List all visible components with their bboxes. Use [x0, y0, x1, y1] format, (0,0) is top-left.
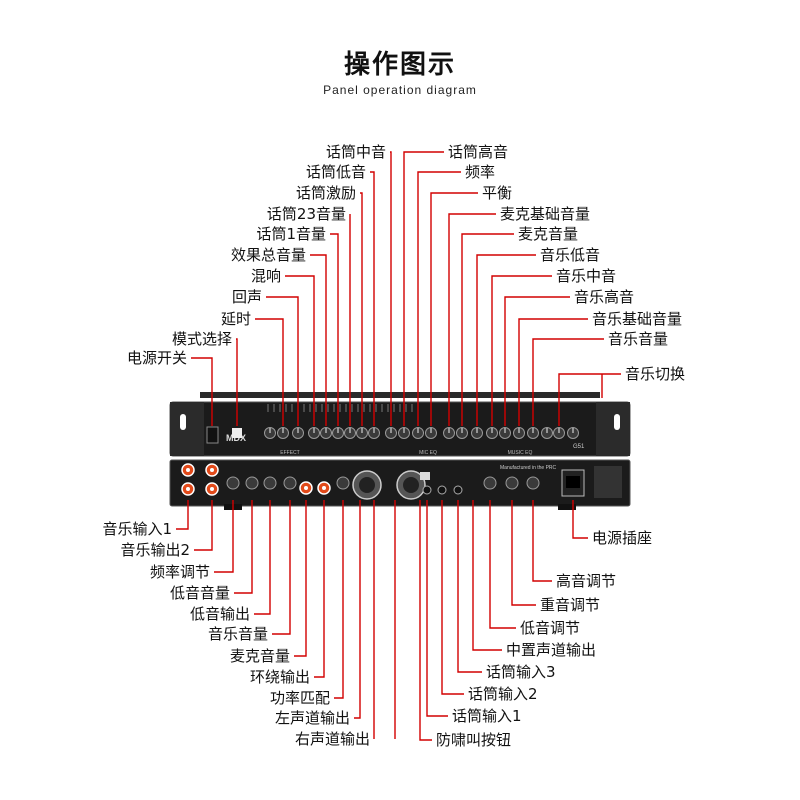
- model-label: G51: [573, 444, 585, 450]
- front-label-right: 麦克音量: [518, 225, 578, 243]
- leader-line: [194, 500, 212, 550]
- mic-input-jack: [423, 486, 431, 494]
- leader-line: [234, 500, 252, 593]
- rear-knob: [337, 477, 349, 489]
- leader-line: [533, 500, 552, 581]
- leader-line: [418, 172, 461, 426]
- rear-label-right: 防啸叫按钮: [436, 731, 511, 749]
- front-label-right: 音乐高音: [574, 288, 634, 306]
- power-switch: [207, 427, 218, 443]
- mic-input-jack: [438, 486, 446, 494]
- leader-line: [272, 500, 290, 634]
- leader-line: [477, 255, 536, 426]
- leader-line: [370, 172, 374, 426]
- front-label-left: 话筒中音: [326, 143, 386, 161]
- leader-line: [294, 500, 306, 656]
- leader-line: [310, 255, 326, 426]
- leader-line: [360, 193, 362, 426]
- rear-knob: [264, 477, 276, 489]
- front-label-right: 频率: [465, 163, 495, 181]
- rear-label-right: 低音调节: [520, 619, 580, 637]
- leader-line: [390, 152, 391, 426]
- rca-jack-pin: [186, 487, 190, 491]
- rca-jack-pin: [186, 468, 190, 472]
- mode-button: [232, 428, 242, 438]
- rca-jack-pin: [210, 468, 214, 472]
- rear-label-left: 音乐输入1: [102, 520, 172, 538]
- front-label-left: 效果总音量: [231, 246, 306, 264]
- xlr-jack-inner: [403, 477, 419, 493]
- leader-line: [431, 193, 478, 426]
- rack-ear-right: [596, 402, 630, 456]
- device-illustration: MDXG51EFFECTMIC EQMUSIC EQManufactured i…: [170, 392, 630, 510]
- rear-label-left: 低音音量: [170, 584, 230, 602]
- front-label-right: 音乐切换: [625, 365, 685, 383]
- leader-line: [214, 500, 233, 572]
- front-section-caption: MIC EQ: [419, 450, 437, 456]
- leader-line: [458, 500, 482, 672]
- front-label-left: 话筒1音量: [256, 225, 326, 243]
- rear-knob: [506, 477, 518, 489]
- rca-jack-pin: [210, 487, 214, 491]
- front-label-right: 音乐基础音量: [592, 310, 682, 328]
- rca-jack-pin: [322, 486, 326, 490]
- rear-label-left: 麦克音量: [230, 647, 290, 665]
- rca-jack-pin: [304, 486, 308, 490]
- front-panel-top-edge: [200, 392, 600, 398]
- rear-label-right: 电源插座: [592, 529, 652, 547]
- front-label-left: 话筒23音量: [267, 205, 346, 223]
- rear-label-right: 话筒输入3: [486, 663, 556, 681]
- leader-line: [420, 500, 432, 740]
- rear-label-left: 右声道输出: [295, 730, 370, 748]
- front-label-right: 音乐低音: [540, 246, 600, 264]
- anti-feedback-switch: [420, 472, 430, 480]
- rear-label-right: 话筒输入1: [452, 707, 522, 725]
- leader-line: [354, 500, 360, 718]
- leader-line: [427, 500, 448, 716]
- mic-input-jack: [454, 486, 462, 494]
- front-label-left: 混响: [251, 267, 281, 285]
- leader-line: [334, 500, 343, 698]
- rear-label-left: 低音输出: [190, 605, 250, 623]
- rear-label-right: 高音调节: [556, 572, 616, 590]
- front-label-right: 麦克基础音量: [500, 205, 590, 223]
- xlr-jack-inner: [359, 477, 375, 493]
- rear-label-right: 话筒输入2: [468, 685, 538, 703]
- rear-knob: [284, 477, 296, 489]
- leader-line: [314, 500, 324, 677]
- rear-label-left: 左声道输出: [275, 709, 350, 727]
- rear-header-text: Manufactured in the PRC: [500, 465, 557, 471]
- rear-knob: [227, 477, 239, 489]
- rack-slot-left: [180, 414, 186, 430]
- leader-line: [442, 500, 464, 694]
- rear-label-right: 中置声道输出: [506, 641, 596, 659]
- front-label-right: 音乐音量: [608, 330, 668, 348]
- front-label-left: 话筒低音: [306, 163, 366, 181]
- rear-label-left: 频率调节: [150, 563, 210, 581]
- front-label-right: 平衡: [482, 184, 512, 202]
- front-label-left: 延时: [221, 310, 251, 328]
- spec-plate: [594, 466, 622, 498]
- front-label-right: 音乐中音: [556, 267, 616, 285]
- front-label-right: 话筒高音: [448, 143, 508, 161]
- front-label-left: 回声: [232, 288, 262, 306]
- rear-knob: [246, 477, 258, 489]
- front-section-caption: MUSIC EQ: [508, 450, 533, 456]
- front-label-left: 话筒激励: [296, 184, 356, 202]
- power-inlet-socket: [566, 476, 580, 488]
- rear-label-left: 音乐音量: [208, 625, 268, 643]
- rear-label-right: 重音调节: [540, 596, 600, 614]
- rear-knob: [484, 477, 496, 489]
- rack-slot-right: [614, 414, 620, 430]
- rear-label-left: 环绕输出: [250, 668, 310, 686]
- leader-line: [254, 500, 270, 614]
- rear-label-left: 音乐输出2: [120, 541, 190, 559]
- rack-ear-left: [170, 402, 204, 456]
- front-label-left: 模式选择: [172, 330, 232, 348]
- front-section-caption: EFFECT: [280, 450, 299, 456]
- rear-knob: [527, 477, 539, 489]
- front-label-left: 电源开关: [127, 349, 187, 367]
- rear-label-left: 功率匹配: [270, 689, 330, 707]
